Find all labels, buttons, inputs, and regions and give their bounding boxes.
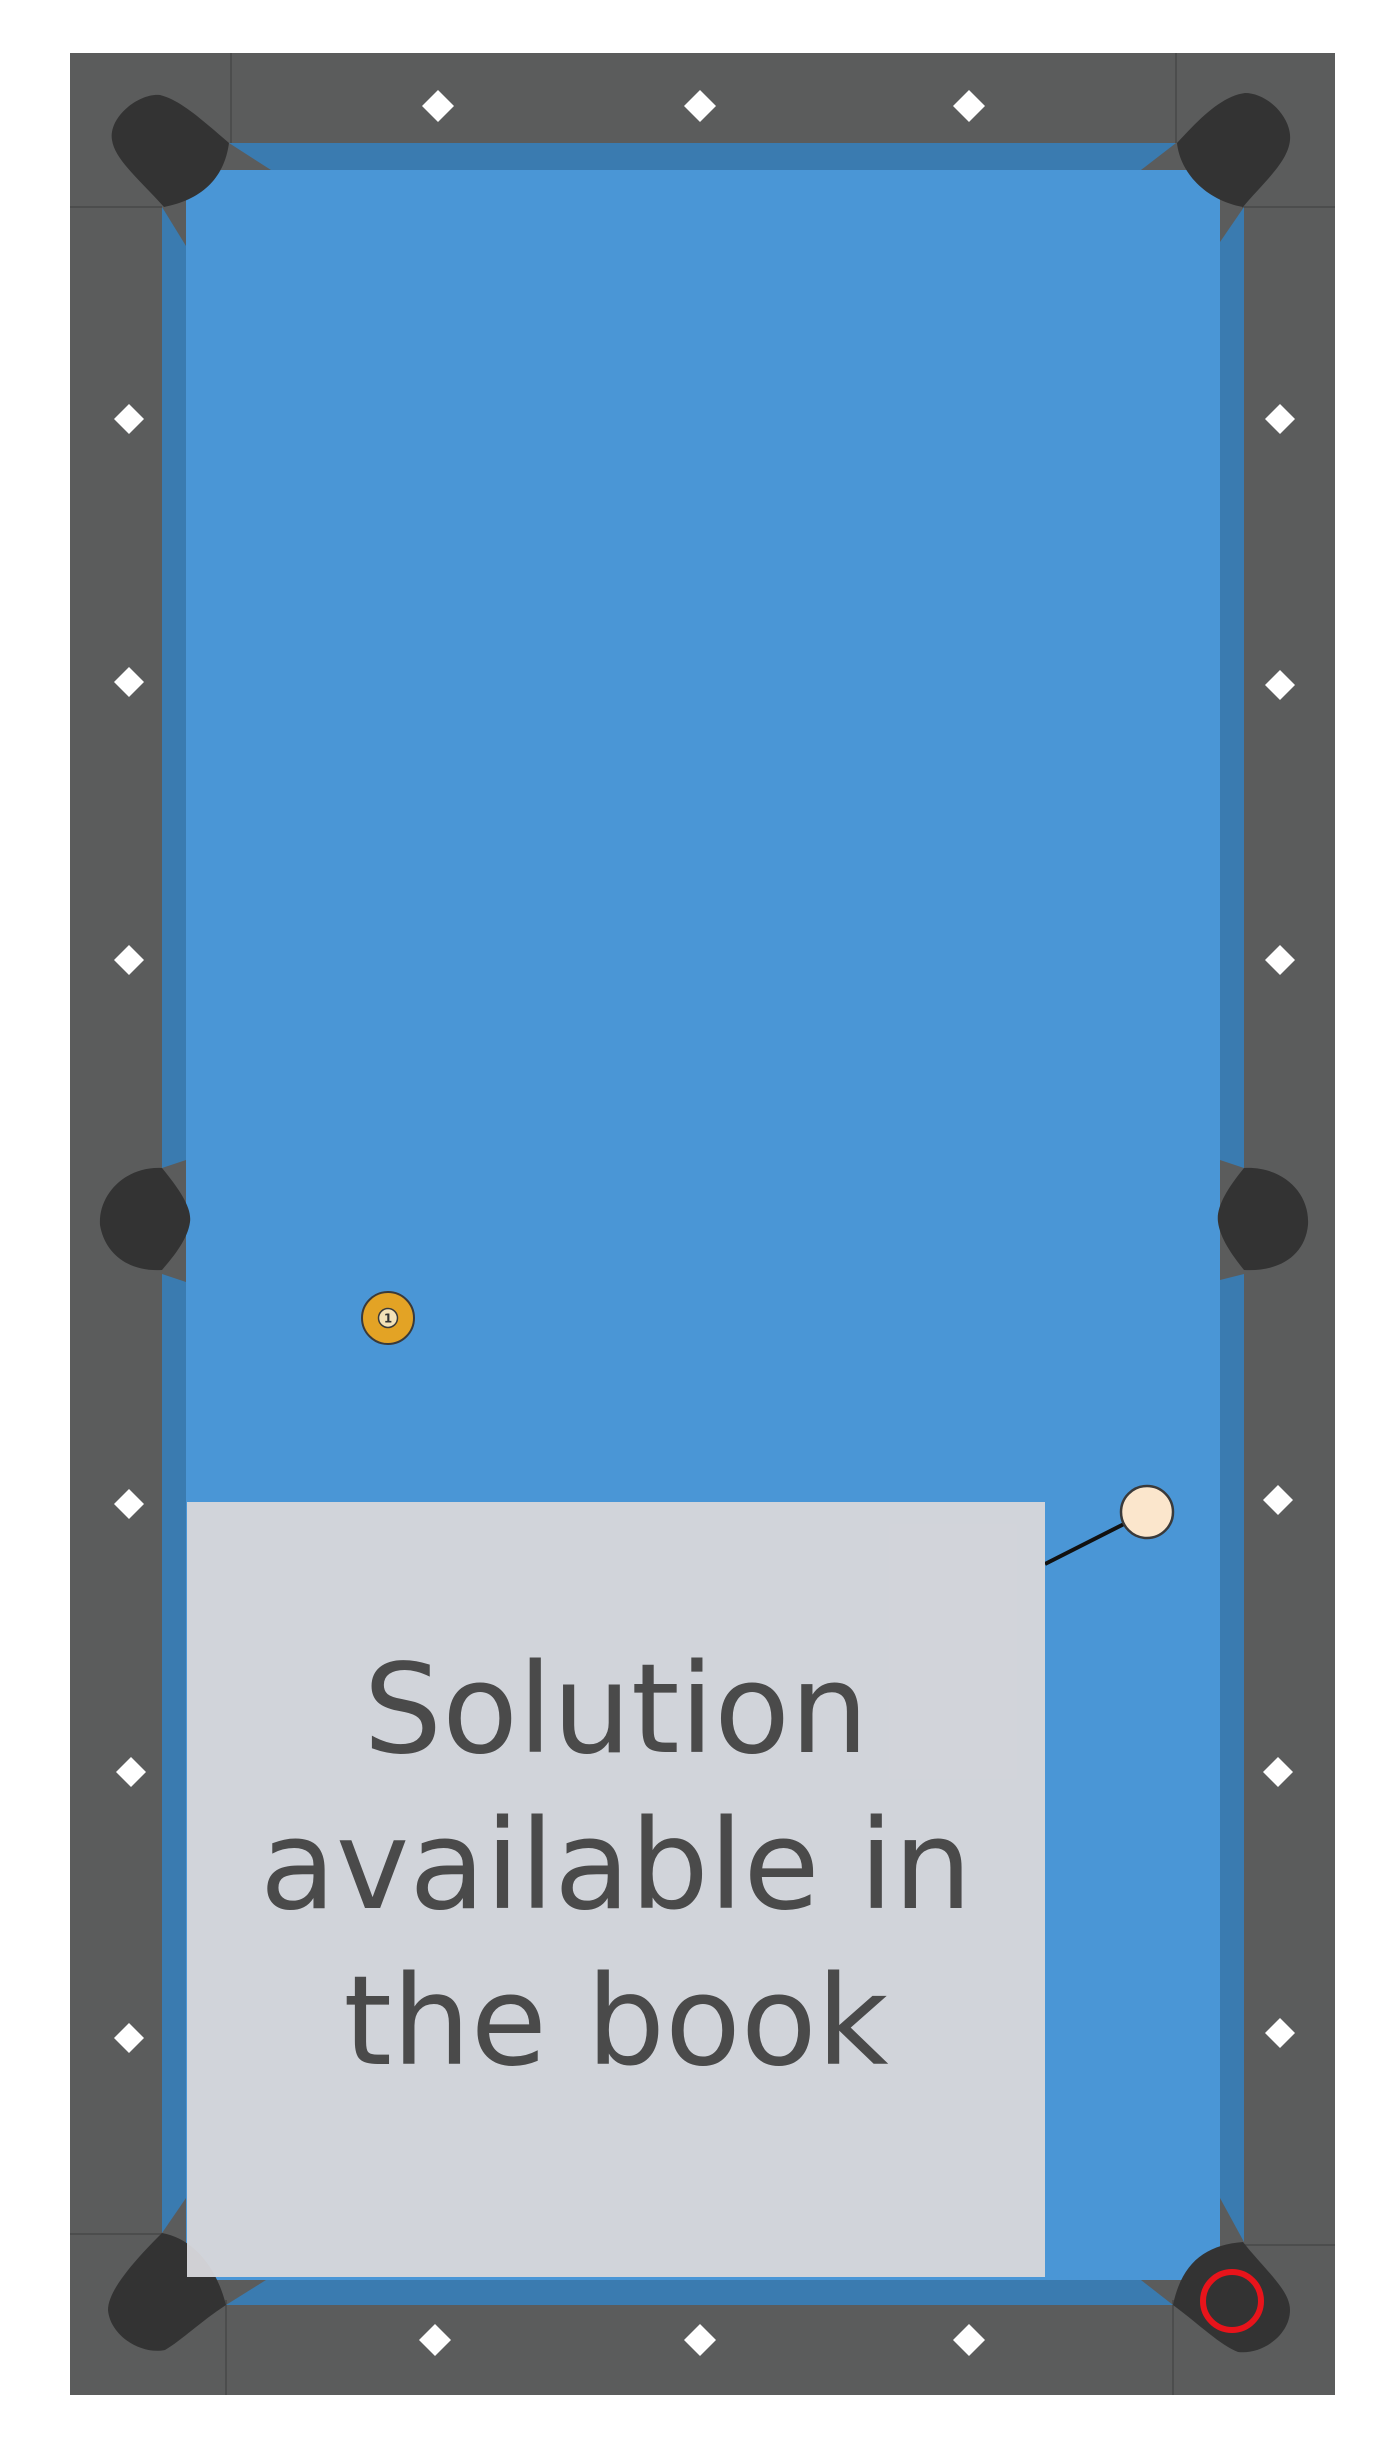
pocket-middle-left bbox=[99, 1167, 191, 1271]
diamond-left-2 bbox=[114, 667, 144, 697]
pocket-top-right bbox=[1177, 93, 1291, 207]
target-pocket-marker bbox=[1200, 2269, 1264, 2333]
cushion-bottom bbox=[226, 2280, 1173, 2305]
pocket-top-left bbox=[111, 94, 229, 207]
pocket-middle-right bbox=[1217, 1167, 1309, 1271]
diamond-right-6 bbox=[1265, 2018, 1295, 2048]
diamond-left-6 bbox=[114, 2023, 144, 2053]
cushion-left-lower bbox=[162, 1274, 186, 2233]
solution-text: Solution available in the book bbox=[259, 1637, 973, 2094]
cushion-top bbox=[229, 143, 1176, 170]
diamond-right-5 bbox=[1263, 1757, 1293, 1787]
diamond-left-5 bbox=[116, 1757, 146, 1787]
diamond-left-3 bbox=[114, 945, 144, 975]
diamond-left-4 bbox=[114, 1489, 144, 1519]
object-ball-1-number: 1 bbox=[384, 1312, 392, 1326]
pocket-bottom-right bbox=[1173, 2242, 1290, 2353]
solution-overlay: Solution available in the book bbox=[187, 1502, 1045, 2277]
diamond-bottom-2 bbox=[684, 2324, 716, 2356]
cushion-right-upper bbox=[1220, 207, 1244, 1168]
pockets bbox=[99, 93, 1309, 2353]
cue-ball-aim-line bbox=[1044, 1521, 1127, 1566]
diamond-right-3 bbox=[1265, 945, 1295, 975]
cushion-right-lower bbox=[1220, 1274, 1244, 2242]
cushion-left-upper bbox=[162, 207, 186, 1168]
cue-ball bbox=[1119, 1484, 1175, 1540]
rail-diamonds bbox=[114, 90, 1295, 2356]
diamond-left-1 bbox=[114, 404, 144, 434]
rail-seams bbox=[70, 53, 1335, 2395]
diamond-top-2 bbox=[684, 90, 716, 122]
diamond-top-3 bbox=[953, 90, 985, 122]
diamond-bottom-1 bbox=[419, 2324, 451, 2356]
diamond-top-1 bbox=[422, 90, 454, 122]
diamond-right-2 bbox=[1265, 670, 1295, 700]
cushions bbox=[162, 143, 1244, 2305]
diamond-right-1 bbox=[1265, 404, 1295, 434]
diamond-right-4 bbox=[1263, 1485, 1293, 1515]
object-ball-1: 1 bbox=[361, 1291, 415, 1345]
diamond-bottom-3 bbox=[953, 2324, 985, 2356]
